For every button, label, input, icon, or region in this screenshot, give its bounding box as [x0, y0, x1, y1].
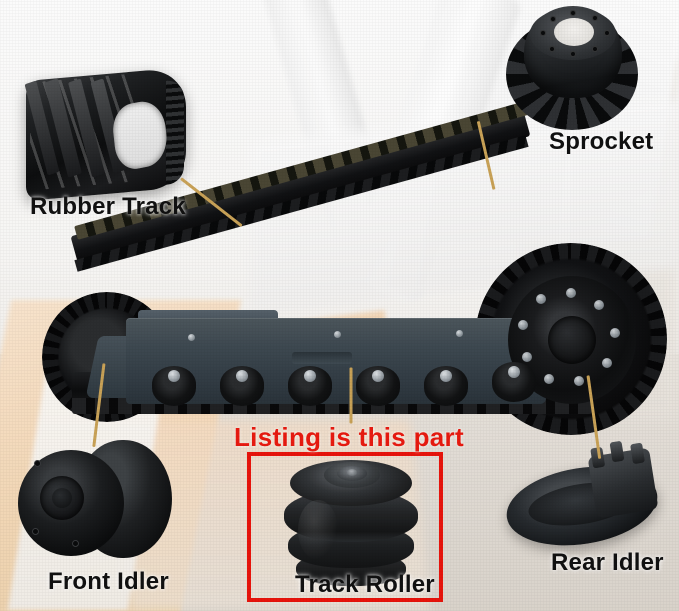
sprocket-bolt [570, 51, 576, 57]
sprocket-bolt [549, 46, 555, 52]
roller-pin [304, 370, 316, 382]
sprocket-bore [554, 18, 594, 46]
sprocket-bolt [592, 15, 598, 21]
roller-pin [236, 370, 248, 382]
sprocket-bolt [540, 30, 546, 36]
label-rear-idler: Rear Idler [551, 549, 664, 576]
track-roller-center-pin [347, 469, 357, 476]
front-idler-bolt [72, 540, 79, 547]
label-sprocket: Sprocket [549, 128, 654, 155]
assembly-track-roller-icon [424, 366, 468, 406]
label-front-idler: Front Idler [48, 568, 169, 595]
label-rubber-track: Rubber Track [30, 193, 186, 220]
sprocket-bolt [594, 300, 604, 310]
sprocket-bolt [550, 16, 556, 22]
sprocket-icon [500, 4, 644, 134]
roller-pin [508, 366, 520, 378]
rubber-track-edge [166, 79, 184, 185]
sprocket-bolt [592, 46, 598, 52]
front-idler-icon [18, 438, 178, 566]
label-track-roller: Track Roller [295, 571, 435, 598]
assembly-track-roller-icon [288, 366, 332, 406]
sprocket-bolt [602, 358, 612, 368]
assembly-track-roller-icon [220, 366, 264, 406]
sprocket-bolt [536, 294, 546, 304]
sprocket-bolt [574, 376, 584, 386]
assembly-track-roller-icon [356, 366, 400, 406]
front-idler-hub [52, 488, 72, 508]
sprocket-bolt [604, 30, 610, 36]
sprocket-bolt [522, 352, 532, 362]
roller-pin [372, 370, 384, 382]
front-idler-bolt [32, 528, 39, 535]
sprocket-bolt [566, 288, 576, 298]
frame-bolt [334, 331, 341, 338]
frame-bolt [456, 330, 463, 337]
rear-idler-icon [500, 440, 672, 560]
assembly-track-roller-icon [152, 366, 196, 406]
highlight-box [247, 452, 443, 602]
frame-bolt [188, 334, 195, 341]
assembly-rear-idler-icon [492, 362, 536, 402]
listing-callout-text: Listing is this part [234, 422, 464, 452]
rubber-track-icon [24, 67, 186, 201]
track-roller-icon [262, 460, 440, 588]
leader-line-track-roller [349, 367, 353, 424]
sprocket-hub [548, 316, 596, 364]
sprocket-bolt [544, 374, 554, 384]
sprocket-bolt [570, 10, 576, 16]
sprocket-bolt [518, 320, 528, 330]
sprocket-bolt [610, 328, 620, 338]
roller-pin [168, 370, 180, 382]
roller-pin [440, 370, 452, 382]
track-roller-highlight [298, 500, 338, 560]
undercarriage-frame-notch [292, 352, 352, 364]
front-idler-bolt [34, 460, 41, 467]
undercarriage-assembly [30, 100, 670, 430]
